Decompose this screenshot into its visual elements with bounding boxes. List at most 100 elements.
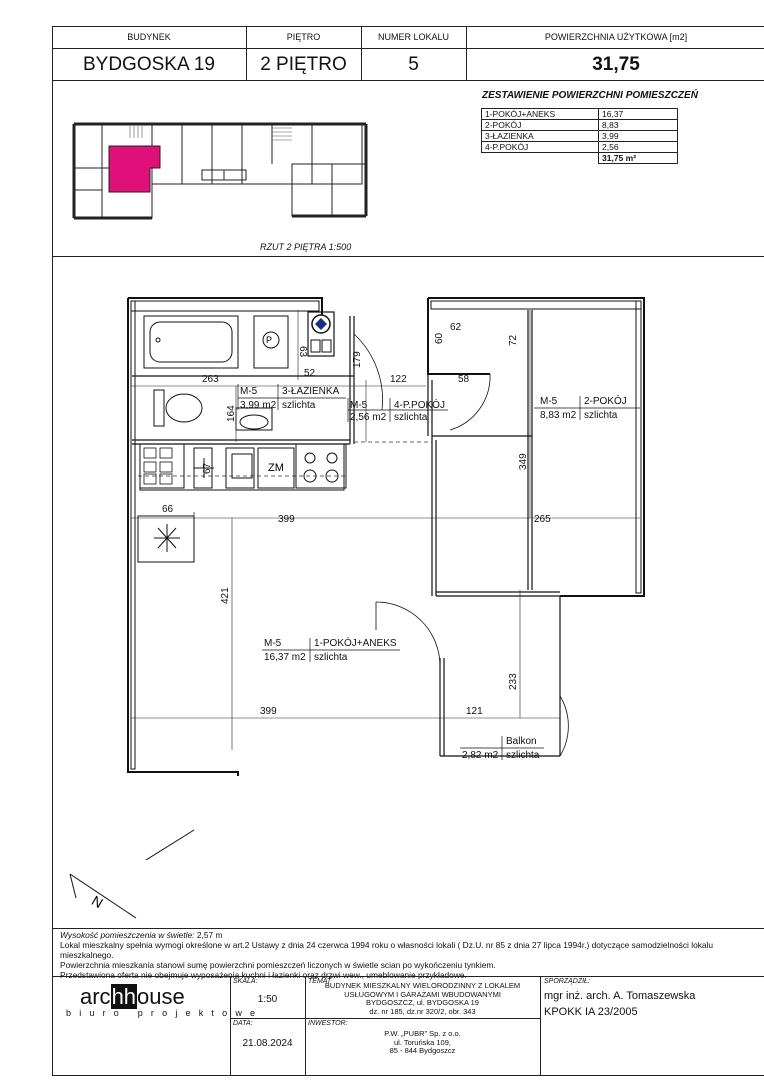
area-value: 31,75 (592, 54, 640, 75)
scale-value: 1:50 (257, 994, 278, 1005)
dim-72: 72 (508, 334, 519, 346)
wall-left (127, 298, 239, 776)
header-col-1 (246, 26, 247, 80)
summary-room-area: 3,99 (598, 130, 678, 142)
notes: Wysokość pomieszczenia w świetle: 2,57 m… (60, 930, 764, 980)
fridge-label: ZM (268, 462, 284, 474)
room-code: M-5 (350, 400, 368, 411)
balcony-door (559, 695, 569, 757)
titleblock-top (52, 976, 764, 977)
floor-label: PIĘTRO (286, 32, 321, 42)
key-plan-unit-highlight (108, 145, 161, 193)
key-plan-wing-right (291, 163, 367, 217)
height-value: 2,57 m (196, 930, 223, 940)
dim-122: 122 (390, 374, 407, 385)
dim-399-top: 399 (278, 514, 295, 525)
room-name: 4-P.POKÓJ (394, 398, 445, 411)
titleblock-mid (230, 1018, 540, 1019)
note-line: Lokal mieszkalny spełnia wymogi określon… (60, 940, 714, 960)
room-area: 16,37 m2 (264, 652, 306, 663)
floor-value: 2 PIĘTRO (260, 54, 347, 75)
scale-label: SKALA: (233, 978, 258, 985)
author-label: SPORZĄDZIŁ: (544, 978, 590, 985)
floor-plan: P ZM (127, 297, 645, 860)
dim-349: 349 (518, 453, 529, 470)
unit-value: 5 (408, 54, 419, 75)
north-arrow-icon: N (69, 873, 137, 919)
date-label: DATA: (233, 1020, 253, 1027)
dim-63: 63 (297, 346, 308, 358)
building-label: BUDYNEK (127, 32, 171, 42)
dim-164: 164 (226, 405, 237, 422)
room-finish: szlichta (314, 652, 348, 663)
washbasin (235, 407, 273, 431)
note-line: Przedstawiona oferta nie obejmuje wyposa… (60, 970, 467, 980)
dim-399-bottom: 399 (260, 706, 277, 717)
bathtub (143, 315, 239, 369)
company-logo-subtitle: biuro projektowe (66, 1008, 264, 1018)
toilet (153, 389, 203, 427)
room-area: 8,83 m2 (540, 410, 577, 421)
company-logo: archhouse (80, 984, 185, 1009)
summary-room-area: 2,56 (598, 141, 678, 153)
unit-label: NUMER LOKALU (377, 32, 449, 42)
subject: BUDYNEK MIESZKALNY WIELORODZINNY Z LOKAL… (324, 981, 521, 1016)
room-finish: szlichta (506, 750, 540, 761)
wall-top-left (128, 297, 323, 316)
summary-title: ZESTAWIENIE POWIERZCHNI POMIESZCZEŃ (482, 90, 698, 101)
dim-421: 421 (220, 587, 231, 604)
north-label: N (89, 892, 106, 911)
vent (137, 515, 195, 563)
dim-60: 60 (434, 332, 445, 344)
hall-door (449, 373, 491, 431)
note-line: Powierzchnia mieszkania stanowi sumę pow… (60, 960, 496, 970)
area-label: POWIERZCHNIA UŻYTKOWA [m2] (544, 32, 688, 42)
dim-62: 62 (450, 322, 462, 333)
room-area: 2,56 m2 (350, 412, 387, 423)
wall-right (428, 297, 645, 597)
key-plan (72, 122, 368, 220)
room-area: 2,82 m2 (462, 750, 499, 761)
license: KPOKK IA 23/2005 (544, 1006, 638, 1018)
titleblock-col-1 (230, 976, 231, 1076)
sheet-frame (52, 26, 764, 1076)
bathroom-door (353, 333, 383, 411)
header-bottom (52, 80, 764, 81)
dim-265: 265 (534, 514, 551, 525)
summary-room-name: 2-POKÓJ (481, 119, 599, 131)
investor: P.W. „PUBR” Sp. z o.o. ul. Toruńska 109,… (384, 1029, 461, 1055)
north-arrow-icon (145, 829, 195, 860)
titleblock-col-2 (305, 976, 306, 1076)
height-label: Wysokość pomieszczenia w świetle: (60, 930, 195, 940)
summary-room-area: 8,83 (598, 119, 678, 131)
room-name: Balkon (506, 736, 537, 747)
author: mgr inż. arch. A. Tomaszewska (544, 990, 696, 1002)
gas-meter (307, 311, 335, 357)
summary-room-name: 3-ŁAZIENKA (481, 130, 599, 142)
dim-233: 233 (508, 673, 519, 690)
notes-divider (52, 928, 764, 929)
dim-52: 52 (304, 368, 316, 379)
room-finish: szlichta (584, 410, 618, 421)
summary-room-area: 16,37 (598, 108, 678, 120)
room-finish: szlichta (282, 400, 316, 411)
dim-121: 121 (466, 706, 483, 717)
summary-room-name: 1-POKÓJ+ANEKS (481, 108, 599, 120)
room-area: 3,99 m2 (240, 400, 277, 411)
kitchen-counter (139, 443, 347, 491)
boiler-label: P (266, 335, 272, 345)
summary-room-name: 4-P.POKÓJ (481, 141, 599, 153)
dim-66: 66 (162, 504, 174, 515)
key-plan-caption: RZUT 2 PIĘTRA 1:500 (260, 242, 352, 252)
date-value: 21.08.2024 (242, 1038, 293, 1049)
room-door (375, 601, 441, 667)
keyplan-divider (52, 256, 764, 257)
investor-label: INWESTOR: (308, 1020, 348, 1027)
header-col-2 (361, 26, 362, 80)
dim-263: 263 (202, 374, 219, 385)
